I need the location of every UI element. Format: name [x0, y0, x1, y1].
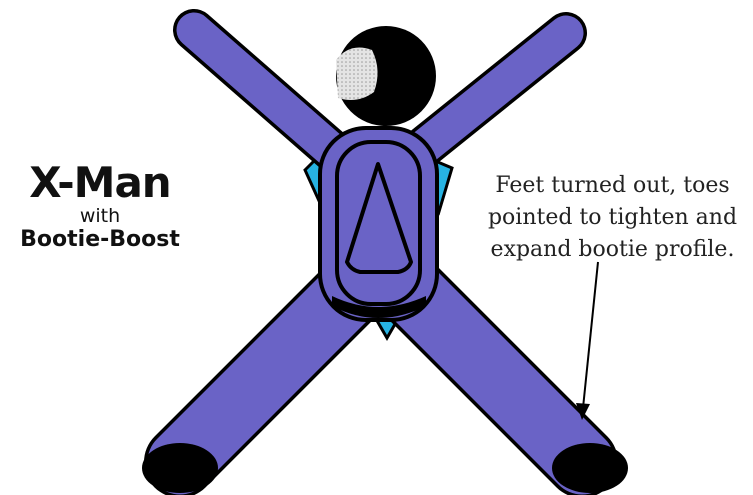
helmet — [336, 26, 436, 126]
annotation-line: expand bootie profile. — [470, 234, 753, 266]
annotation-text: Feet turned out, toes pointed to tighten… — [470, 170, 753, 266]
title-main: X-Man — [0, 160, 200, 206]
torso — [320, 128, 437, 320]
leg-right-fill — [412, 292, 582, 462]
title-block: X-Man with Bootie-Boost — [0, 160, 200, 253]
helmet-visor — [336, 48, 378, 100]
annotation-line: Feet turned out, toes — [470, 170, 753, 202]
shoe-left — [142, 443, 218, 493]
leg-left-fill — [180, 292, 350, 462]
title-with: with — [0, 206, 200, 227]
title-subtitle: Bootie-Boost — [0, 227, 200, 253]
shoe-right — [552, 443, 628, 493]
annotation-line: pointed to tighten and — [470, 202, 753, 234]
annotation-arrow — [576, 262, 598, 420]
